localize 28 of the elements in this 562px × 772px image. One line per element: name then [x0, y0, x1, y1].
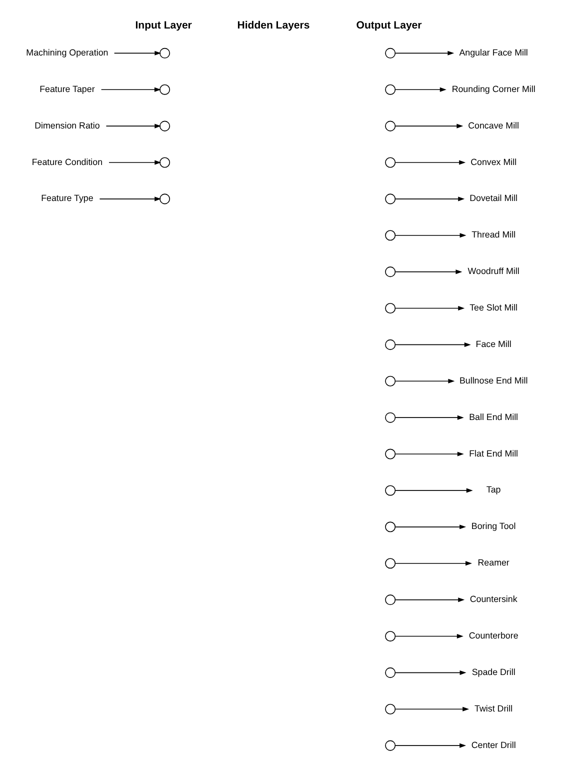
node-text: Face Mill: [476, 338, 512, 349]
node-text: Dimension Ratio: [34, 120, 100, 130]
node-text: Reamer: [478, 558, 510, 568]
label: Input Layer: [135, 19, 192, 32]
node-text: Thread Mill: [472, 230, 516, 240]
node-text: Dovetail Mill: [470, 193, 518, 204]
node-text: Feature Type: [41, 193, 94, 204]
label: Hidden Layers: [237, 19, 310, 32]
node-text: Rounding Corner Mill: [452, 84, 536, 94]
node-text: Feature Condition: [32, 156, 103, 167]
node-text: Twist Drill: [474, 703, 513, 714]
node-text: Angular Face Mill: [459, 47, 528, 58]
node-text: Feature Taper: [40, 84, 95, 94]
node-text: Flat End Mill: [469, 448, 518, 458]
node-text: Tap: [486, 484, 501, 495]
node-text: Bullnose End Mill: [459, 375, 528, 386]
node-text: Machining Operation: [26, 47, 108, 58]
node-text: Spade Drill: [472, 666, 516, 677]
node-text: Concave Mill: [468, 120, 520, 130]
node-text: Boring Tool: [471, 521, 516, 532]
node-text: Tee Slot Mill: [470, 302, 518, 313]
node-text: Countersink: [470, 594, 518, 604]
node-text: Ball End Mill: [469, 412, 518, 422]
node-text: Convex Mill: [470, 156, 517, 167]
label: Output Layer: [356, 19, 422, 32]
node-text: Center Drill: [471, 740, 516, 750]
node-text: Woodruff Mill: [468, 266, 520, 276]
node-text: Counterbore: [468, 630, 518, 640]
